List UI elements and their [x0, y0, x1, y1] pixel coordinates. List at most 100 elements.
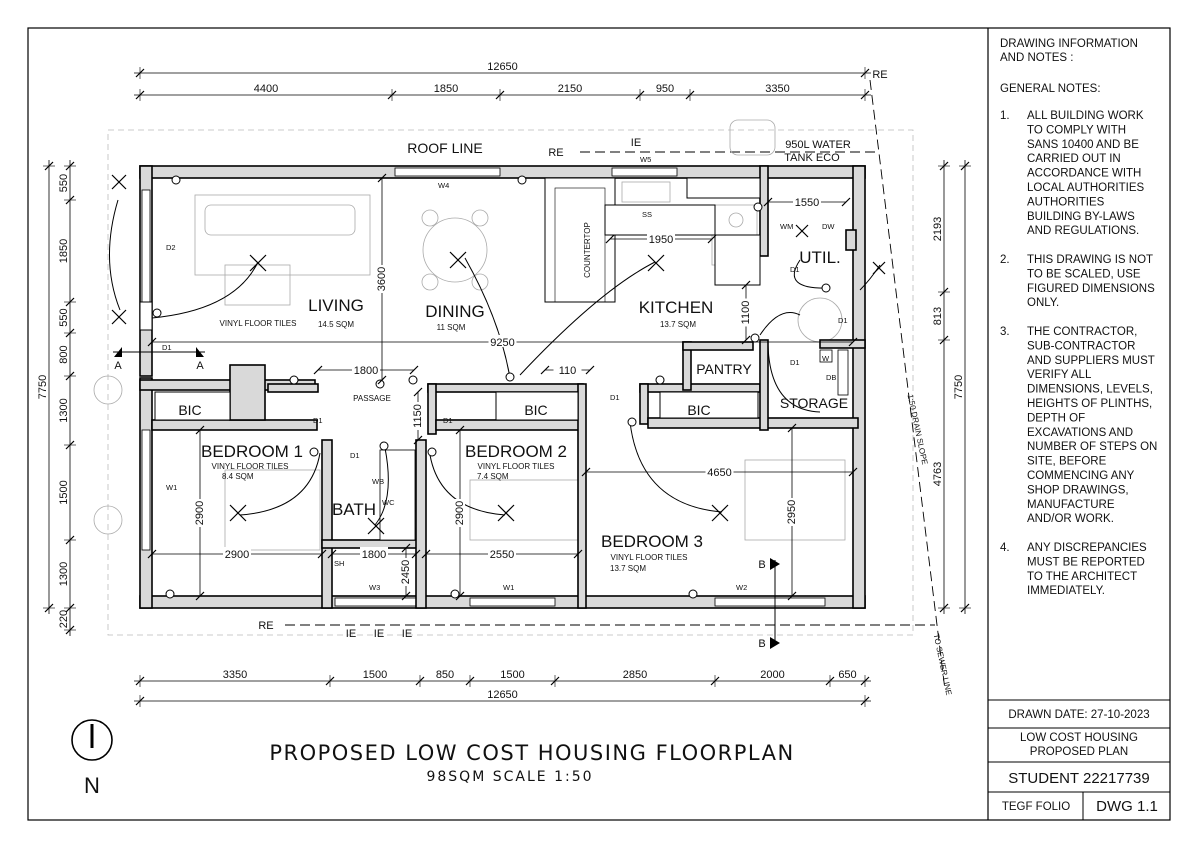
door-d1-util: D1 — [790, 265, 800, 274]
dim-top-label: 4400 — [254, 83, 278, 95]
dim-3600-bg — [375, 265, 387, 293]
dim-top-label: 1850 — [434, 83, 458, 95]
dim-2450-tick — [401, 543, 411, 553]
dim-4650-tick — [848, 467, 858, 477]
door-d2: D2 — [166, 243, 176, 252]
window-w1-bed1: W1 — [166, 483, 177, 492]
note-line: ANY DISCREPANCIES — [1027, 542, 1147, 554]
dim-right-label: 2193 — [932, 217, 944, 241]
dim-2450-label: 2450 — [400, 560, 412, 584]
ie-2: IE — [374, 628, 384, 640]
re-top: RE — [548, 147, 563, 159]
dim-right-label: 813 — [932, 307, 944, 325]
walls — [139, 165, 866, 609]
note-line: EXCAVATIONS AND — [1027, 427, 1133, 439]
note-number: 1. — [1000, 110, 1010, 122]
toilet-label: WC — [382, 498, 395, 507]
dim-2550-bg — [488, 547, 516, 559]
section-b-bottom: B — [758, 638, 765, 650]
dim-2900-bed1-w-tick — [317, 549, 327, 559]
section-a-right: A — [196, 360, 204, 372]
dim-bottom-label: 3350 — [223, 669, 247, 681]
dim-1950-tick — [605, 234, 615, 244]
dishwasher-label: DW — [822, 222, 835, 231]
ie-3: IE — [402, 628, 412, 640]
note-line: LOCAL AUTHORITIES — [1027, 182, 1144, 194]
dim-left-total-label: 7750 — [37, 375, 49, 399]
note-line: MUST BE REPORTED — [1027, 556, 1145, 568]
dim-1800-passage-label: 1800 — [354, 365, 378, 377]
note-line: AND/OR WORK. — [1027, 513, 1114, 525]
note-line: THIS DRAWING IS NOT — [1027, 254, 1153, 266]
bedroom1-area: 8.4 SQM — [222, 472, 254, 481]
dim-1550-tick — [841, 197, 851, 207]
dim-2550-tick — [421, 549, 431, 559]
drain-slope-label: 1:50 DRAIN SLOPE — [906, 394, 930, 466]
note-line: DIMENSIONS, LEVELS, — [1027, 384, 1153, 396]
water-tank-label-2: TANK ECO — [784, 152, 840, 164]
dim-1950-label: 1950 — [649, 234, 673, 246]
dim-left-label: 550 — [58, 308, 70, 326]
living-finish: VINYL FLOOR TILES — [220, 319, 297, 328]
north-arrow-icon: N — [71, 719, 113, 798]
bic-bedroom2: BIC — [524, 402, 547, 418]
note-line: SUB-CONTRACTOR — [1027, 340, 1135, 352]
water-tank-label-1: 950L WATER — [785, 139, 851, 151]
util-name: UTIL. — [799, 248, 841, 267]
room-labels: LIVING VINYL FLOOR TILES 14.5 SQM DINING… — [178, 222, 848, 573]
door-d1-storage: D1 — [790, 358, 800, 367]
door-d1-bed3: D1 — [610, 393, 620, 402]
dim-left-label: 1300 — [58, 562, 70, 586]
dim-1100-tick — [741, 335, 751, 345]
note-line: SANS 10400 AND BE — [1027, 139, 1139, 151]
dim-110-label: 110 — [559, 365, 577, 377]
dim-1150-label: 1150 — [412, 404, 424, 428]
dim-1550-bg — [793, 195, 821, 207]
note-line: CARRIED OUT IN — [1027, 153, 1121, 165]
dim-right-label: 4763 — [932, 462, 944, 486]
distribution-board-label: DB — [826, 373, 836, 382]
dim-2900-bed1-w-bg — [223, 547, 251, 559]
note-line: IMMEDIATELY. — [1027, 585, 1105, 597]
bic-bedroom3: BIC — [687, 402, 710, 418]
note-line: ONLY. — [1027, 297, 1059, 309]
dim-2900-bed1-w-label: 2900 — [225, 549, 249, 561]
dim-4650-label: 4650 — [707, 467, 731, 479]
pantry-name: PANTRY — [696, 361, 752, 377]
dim-110-bg — [553, 363, 582, 375]
note-number: 4. — [1000, 542, 1010, 554]
dim-9250-label: 9250 — [490, 337, 514, 349]
note-line: BUILDING BY-LAWS — [1027, 211, 1135, 223]
dim-2550-label: 2550 — [490, 549, 514, 561]
dim-left-label: 1500 — [58, 480, 70, 504]
dim-2450-tick — [401, 591, 411, 601]
dim-top-label: 2150 — [558, 83, 582, 95]
light-fixture-icons — [111, 174, 886, 535]
dim-bottom-label: 1500 — [500, 669, 524, 681]
dim-4650-bg — [705, 465, 734, 477]
bedroom3-finish: VINYL FLOOR TILES — [611, 553, 688, 562]
dining-name: DINING — [425, 302, 485, 321]
dim-1950-tick — [707, 234, 717, 244]
dim-bottom-label: 1500 — [363, 669, 387, 681]
dim-bottom-label: 650 — [838, 669, 856, 681]
dim-9250-tick — [147, 337, 157, 347]
bedroom2-area: 7.4 SQM — [477, 472, 509, 481]
dim-top-label: 950 — [656, 83, 674, 95]
dim-2900-bed2-label: 2900 — [454, 501, 466, 525]
passage-label: PASSAGE — [353, 394, 391, 403]
bedroom3-area: 13.7 SQM — [610, 564, 646, 573]
dim-right-total-label: 7750 — [953, 375, 965, 399]
dim-9250-bg — [488, 335, 517, 347]
wash-basin-label: WB — [372, 477, 384, 486]
dim-bottom-label: 850 — [436, 669, 454, 681]
dining-area: 11 SQM — [437, 323, 466, 332]
dim-3600-tick — [377, 375, 387, 385]
shower-label: SH — [334, 559, 344, 568]
dim-1550-label: 1550 — [795, 197, 819, 209]
sink-label: SS — [642, 210, 652, 219]
door-d1-living: D1 — [162, 343, 172, 352]
note-line: AUTHORITIES — [1027, 196, 1105, 208]
dim-left-label: 1850 — [58, 239, 70, 263]
re-bottom: RE — [258, 620, 273, 632]
